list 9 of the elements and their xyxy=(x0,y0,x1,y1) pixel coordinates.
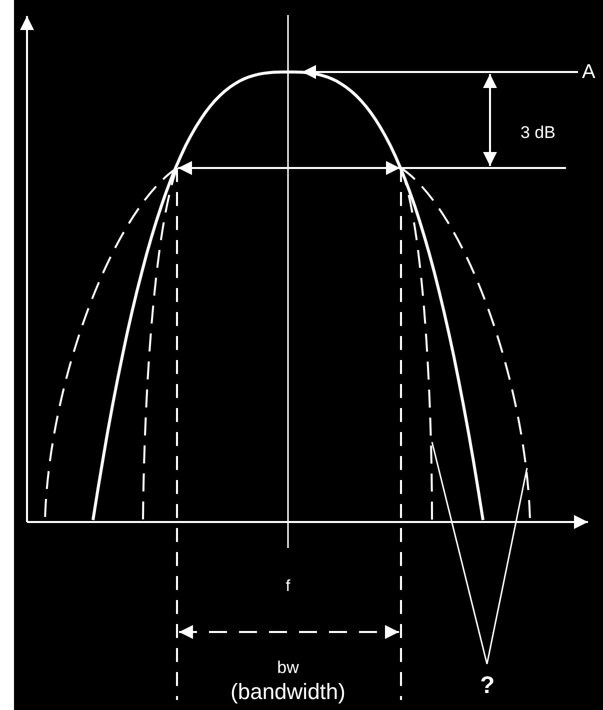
leader-line xyxy=(431,442,488,664)
dimension-label: 3 dB xyxy=(520,124,556,141)
leader-line xyxy=(486,468,528,664)
bandwidth-label: bw xyxy=(277,659,299,676)
callout-letter: A xyxy=(582,62,596,82)
question-mark: ? xyxy=(480,674,495,698)
bandwidth-label: (bandwidth) xyxy=(230,681,346,703)
leader-arrow xyxy=(302,65,578,79)
axis-label: f xyxy=(286,579,290,595)
